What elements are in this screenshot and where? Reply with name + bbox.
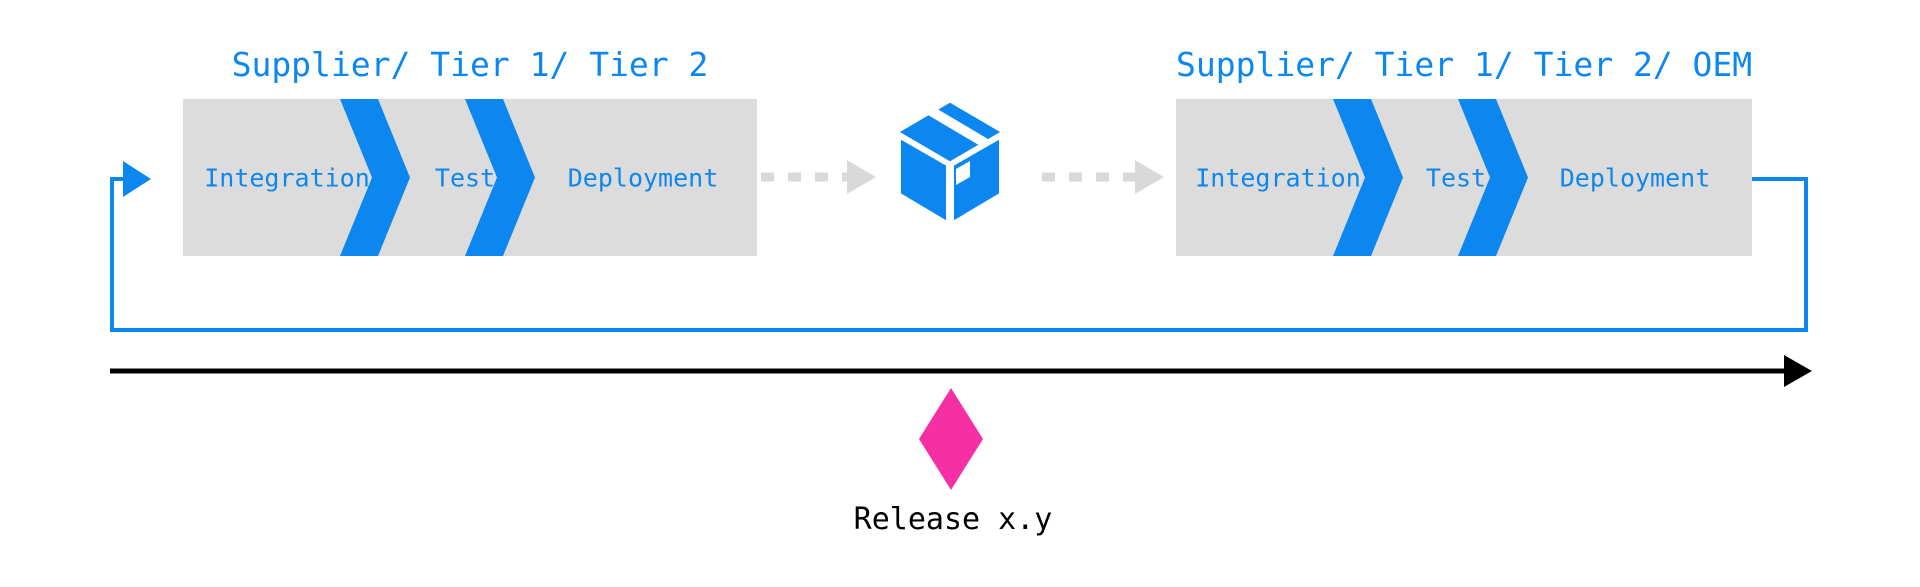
chevron-right-icon [465,99,535,256]
release-marker-diamond [919,388,983,490]
chevron-right-icon [1458,99,1528,256]
supplier-pipeline-box: Integration Test Deployment [183,99,757,256]
chevron-right-icon [340,99,410,256]
stage-test-label: Test [1425,163,1487,192]
feedback-loop-line [110,177,1808,332]
oem-pipeline-title: Supplier/ Tier 1/ Tier 2/ OEM [1176,45,1753,84]
stage-integration-label: Integration [204,163,370,192]
package-box-icon [895,99,1005,224]
artifact-flow-arrow-right [1042,160,1164,194]
stage-integration-label: Integration [1195,163,1361,192]
arrowhead-icon [1135,160,1164,194]
timeline-arrowhead-icon [1784,355,1812,387]
box-left-face [899,136,948,224]
stage-deployment-label: Deployment [1559,163,1711,192]
artifact-flow-arrow-left [761,160,876,194]
box-right-face [952,136,1001,224]
chevron-right-icon [1333,99,1403,256]
box-lid [895,99,1005,165]
arrowhead-icon [847,160,876,194]
stage-test-label: Test [434,163,496,192]
feedback-loop-arrowhead-icon [123,161,151,197]
oem-pipeline-box: Integration Test Deployment [1176,99,1752,256]
box-label [956,161,970,185]
box-tape-stripe [928,106,988,148]
chevron-separator-icons [340,99,535,256]
stage-deployment-label: Deployment [567,163,719,192]
supplier-pipeline-title: Supplier/ Tier 1/ Tier 2 [231,45,709,84]
release-label: Release x.y [853,502,1053,537]
chevron-separator-icons [1333,99,1528,256]
